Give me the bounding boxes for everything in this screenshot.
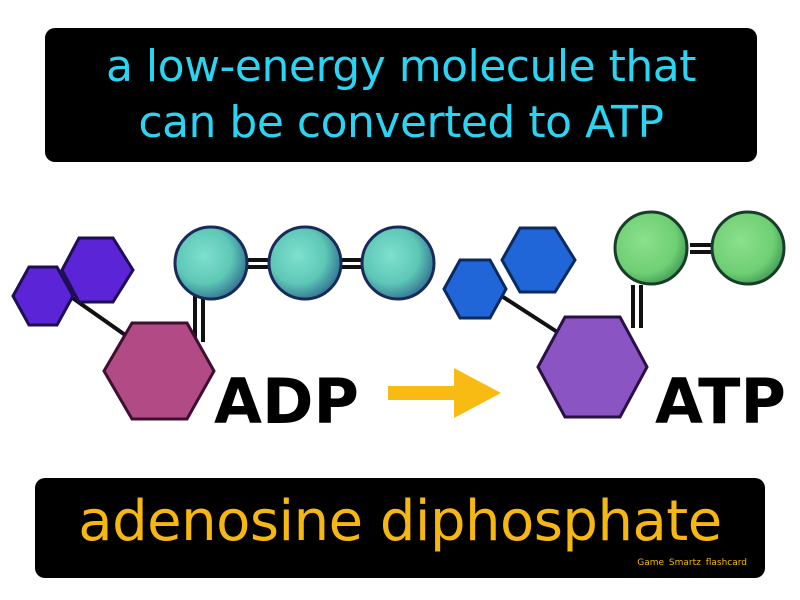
adp-base-hexagon [102,321,216,421]
term-title: adenosine diphosphate [78,489,722,554]
adp-molecule: ADP [11,225,436,438]
atp-base-hexagon [536,315,649,419]
atp-sugar-hexagon-2 [500,226,577,294]
credit-label: Game Smartz flashcard [637,558,747,568]
atp-sugar-hexagon-1 [442,258,508,320]
atp-molecule: ATP [442,210,786,438]
adp-phosphate-3 [360,225,436,301]
adp-sugar-hexagon-1 [11,265,75,327]
adp-phosphate-2 [267,225,343,301]
adp-to-atp-diagram: ADP ATP [11,210,786,438]
right-arrow-icon [388,368,501,418]
definition-banner: a low-energy molecule that can be conver… [45,28,757,162]
atp-label: ATP [655,365,786,438]
atp-phosphate-1 [613,210,689,286]
adp-sugar-hexagon-2 [60,236,135,304]
adp-label: ADP [214,365,359,438]
term-banner: adenosine diphosphate Game Smartz flashc… [35,478,765,578]
definition-line-1: a low-energy molecule that [105,41,697,92]
adp-phosphate-1 [173,225,249,301]
definition-line-2: can be converted to ATP [138,97,664,148]
atp-phosphate-2 [710,210,786,286]
